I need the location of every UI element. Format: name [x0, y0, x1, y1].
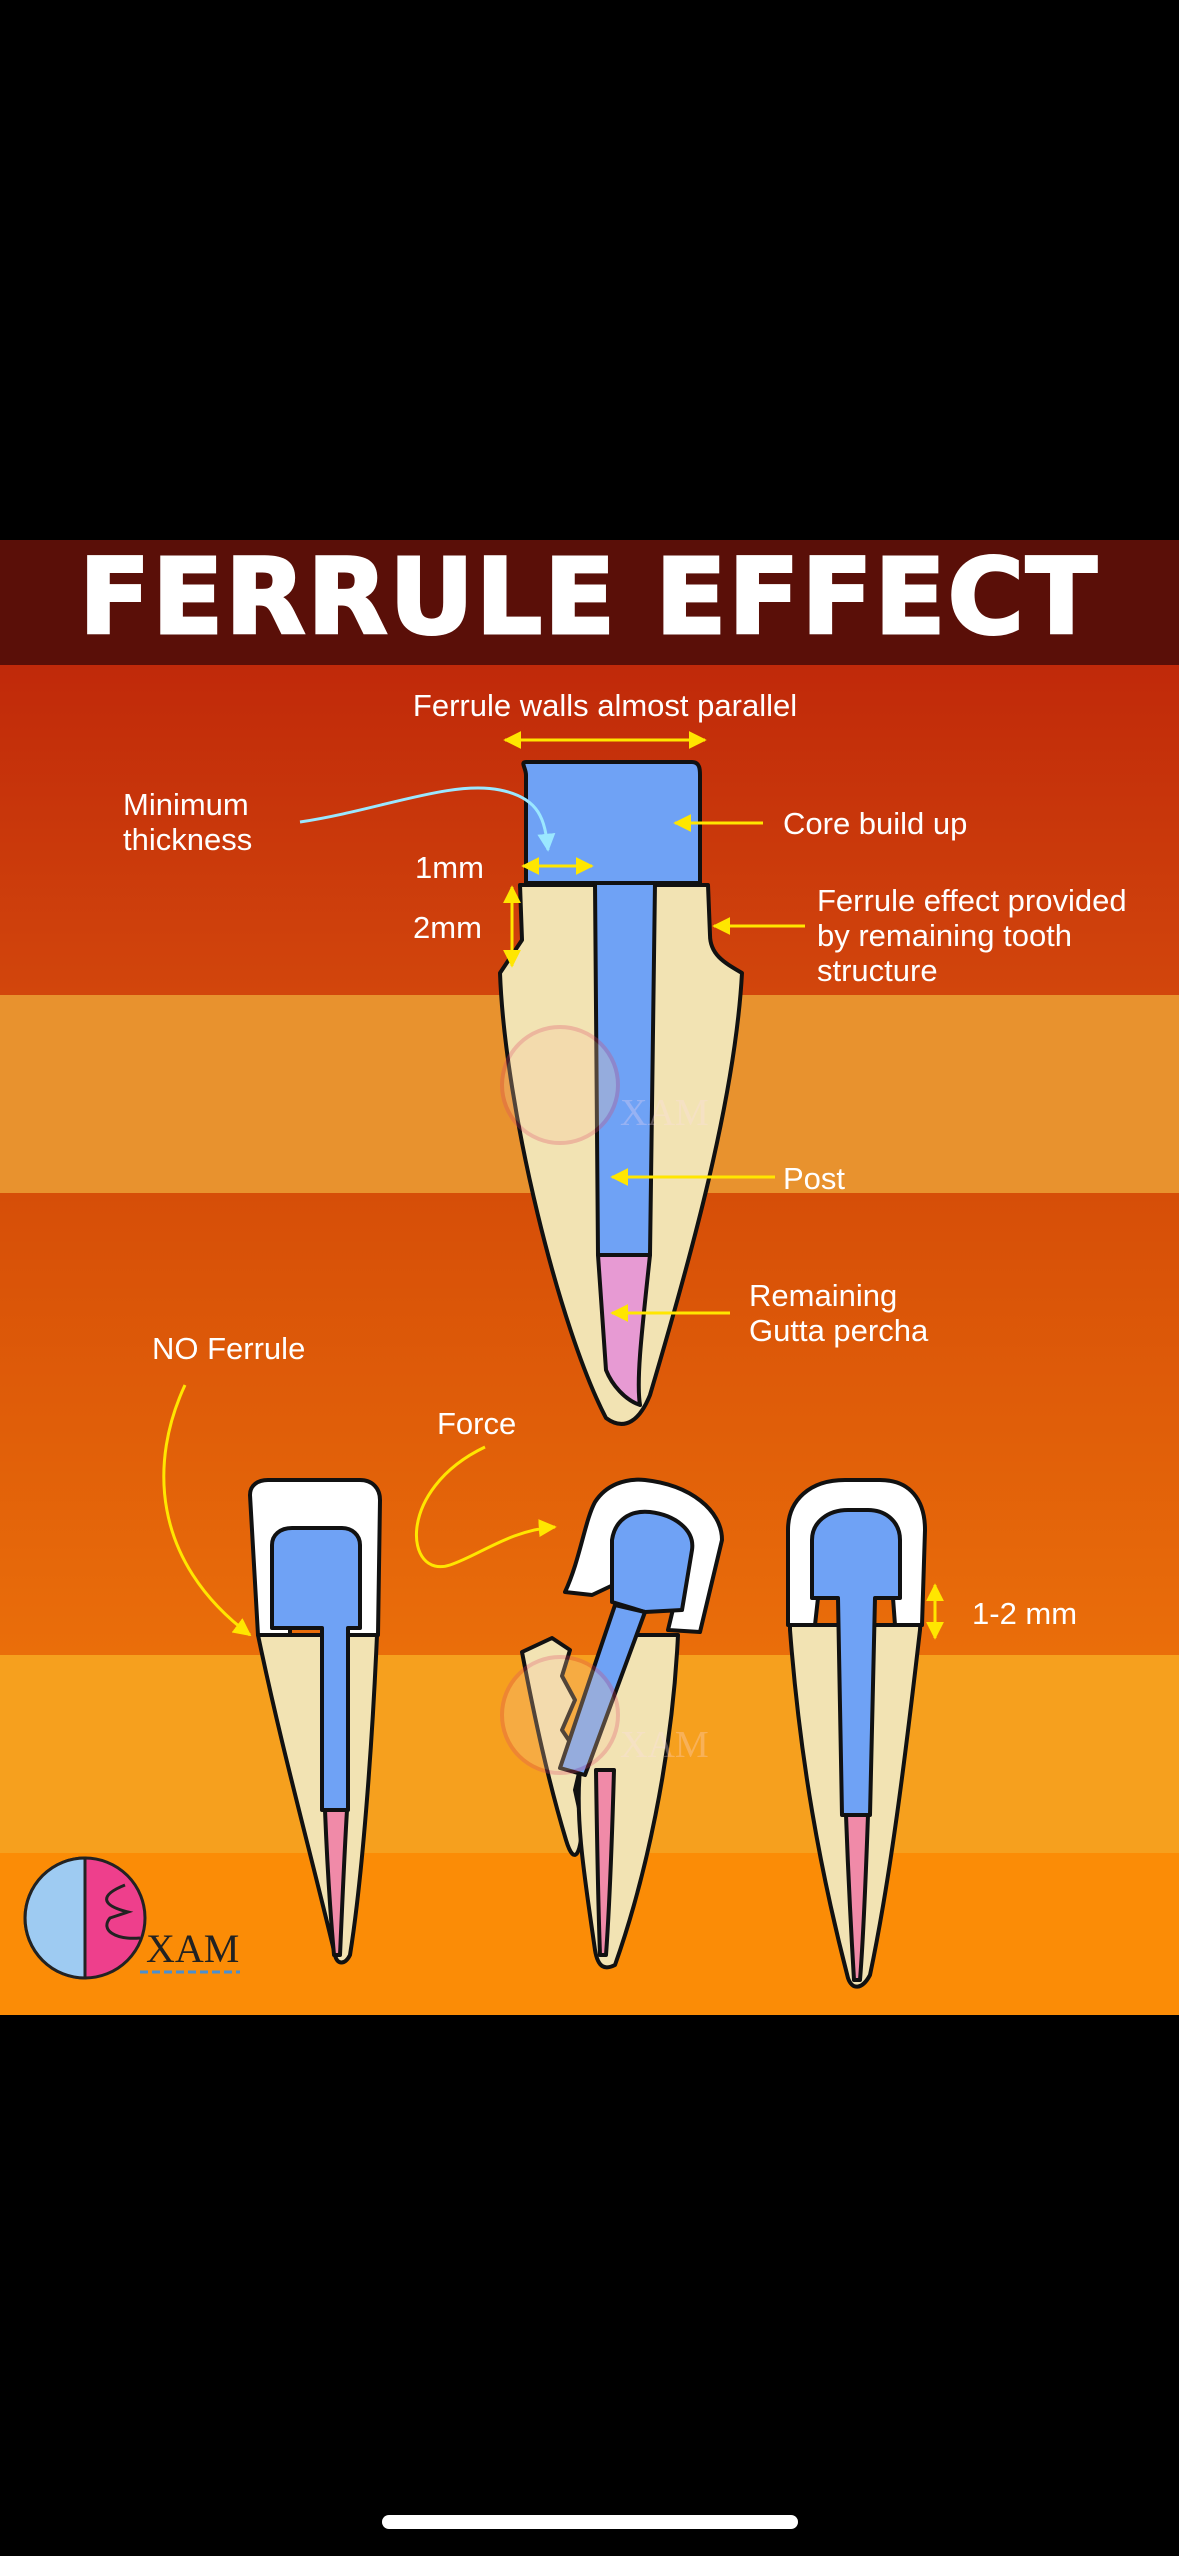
fractured-tooth	[520, 1477, 724, 1970]
logo-text: XAM	[146, 1926, 239, 1971]
svg-text:XAM: XAM	[620, 1724, 709, 1766]
minimum-thickness-arrow	[299, 786, 556, 852]
no-ferrule-tooth-core	[270, 1526, 362, 1812]
no-ferrule-tooth-pulp	[323, 1808, 349, 1957]
fractured-tooth-pulp	[594, 1768, 616, 1957]
force-arrow	[414, 1445, 557, 1569]
core-build-up-label: Core build up	[783, 806, 967, 841]
watermark-logo-2: XAM	[500, 1655, 709, 1775]
ferrule-tooth-core	[810, 1508, 902, 1817]
ferrule-effect-label-2: by remaining tooth	[817, 918, 1072, 953]
exam-logo: XAM	[23, 1856, 240, 1980]
main-tooth	[498, 760, 744, 1426]
watermark-logo-1: XAM	[500, 1025, 709, 1145]
remaining-label-2: Gutta percha	[749, 1313, 929, 1348]
ferrule-effect-label-1: Ferrule effect provided	[817, 883, 1127, 918]
minimum-thickness-label-2: thickness	[123, 822, 252, 857]
post-label: Post	[783, 1161, 845, 1196]
no-ferrule-arrow	[162, 1384, 252, 1637]
no-ferrule-tooth	[248, 1478, 382, 1965]
no-ferrule-label: NO Ferrule	[152, 1331, 305, 1366]
svg-text:XAM: XAM	[620, 1092, 709, 1134]
main-tooth-gutta-percha	[596, 1253, 652, 1407]
main-labels: Ferrule walls almost parallel Minimum th…	[123, 688, 1127, 1631]
ferrule-tooth-pulp	[844, 1813, 870, 1982]
ferrule-walls-label: Ferrule walls almost parallel	[413, 688, 797, 723]
one-mm-label: 1mm	[415, 850, 484, 885]
fractured-tooth-post	[558, 1603, 647, 1777]
remaining-label-1: Remaining	[749, 1278, 897, 1313]
fractured-tooth-core	[610, 1509, 695, 1614]
home-indicator[interactable]	[382, 2515, 798, 2529]
title-band	[0, 540, 1179, 665]
ferrule-tooth	[786, 1478, 927, 1989]
main-tooth-crown-core	[521, 760, 702, 885]
main-tooth-arrows	[503, 731, 805, 1322]
page-title: FERRULE EFFECT	[79, 536, 1099, 658]
ferrule-effect-label-3: structure	[817, 953, 938, 988]
two-mm-label: 2mm	[413, 910, 482, 945]
minimum-thickness-label: Minimum	[123, 787, 249, 822]
force-label: Force	[437, 1406, 516, 1441]
one-two-mm-label: 1-2 mm	[972, 1596, 1077, 1631]
